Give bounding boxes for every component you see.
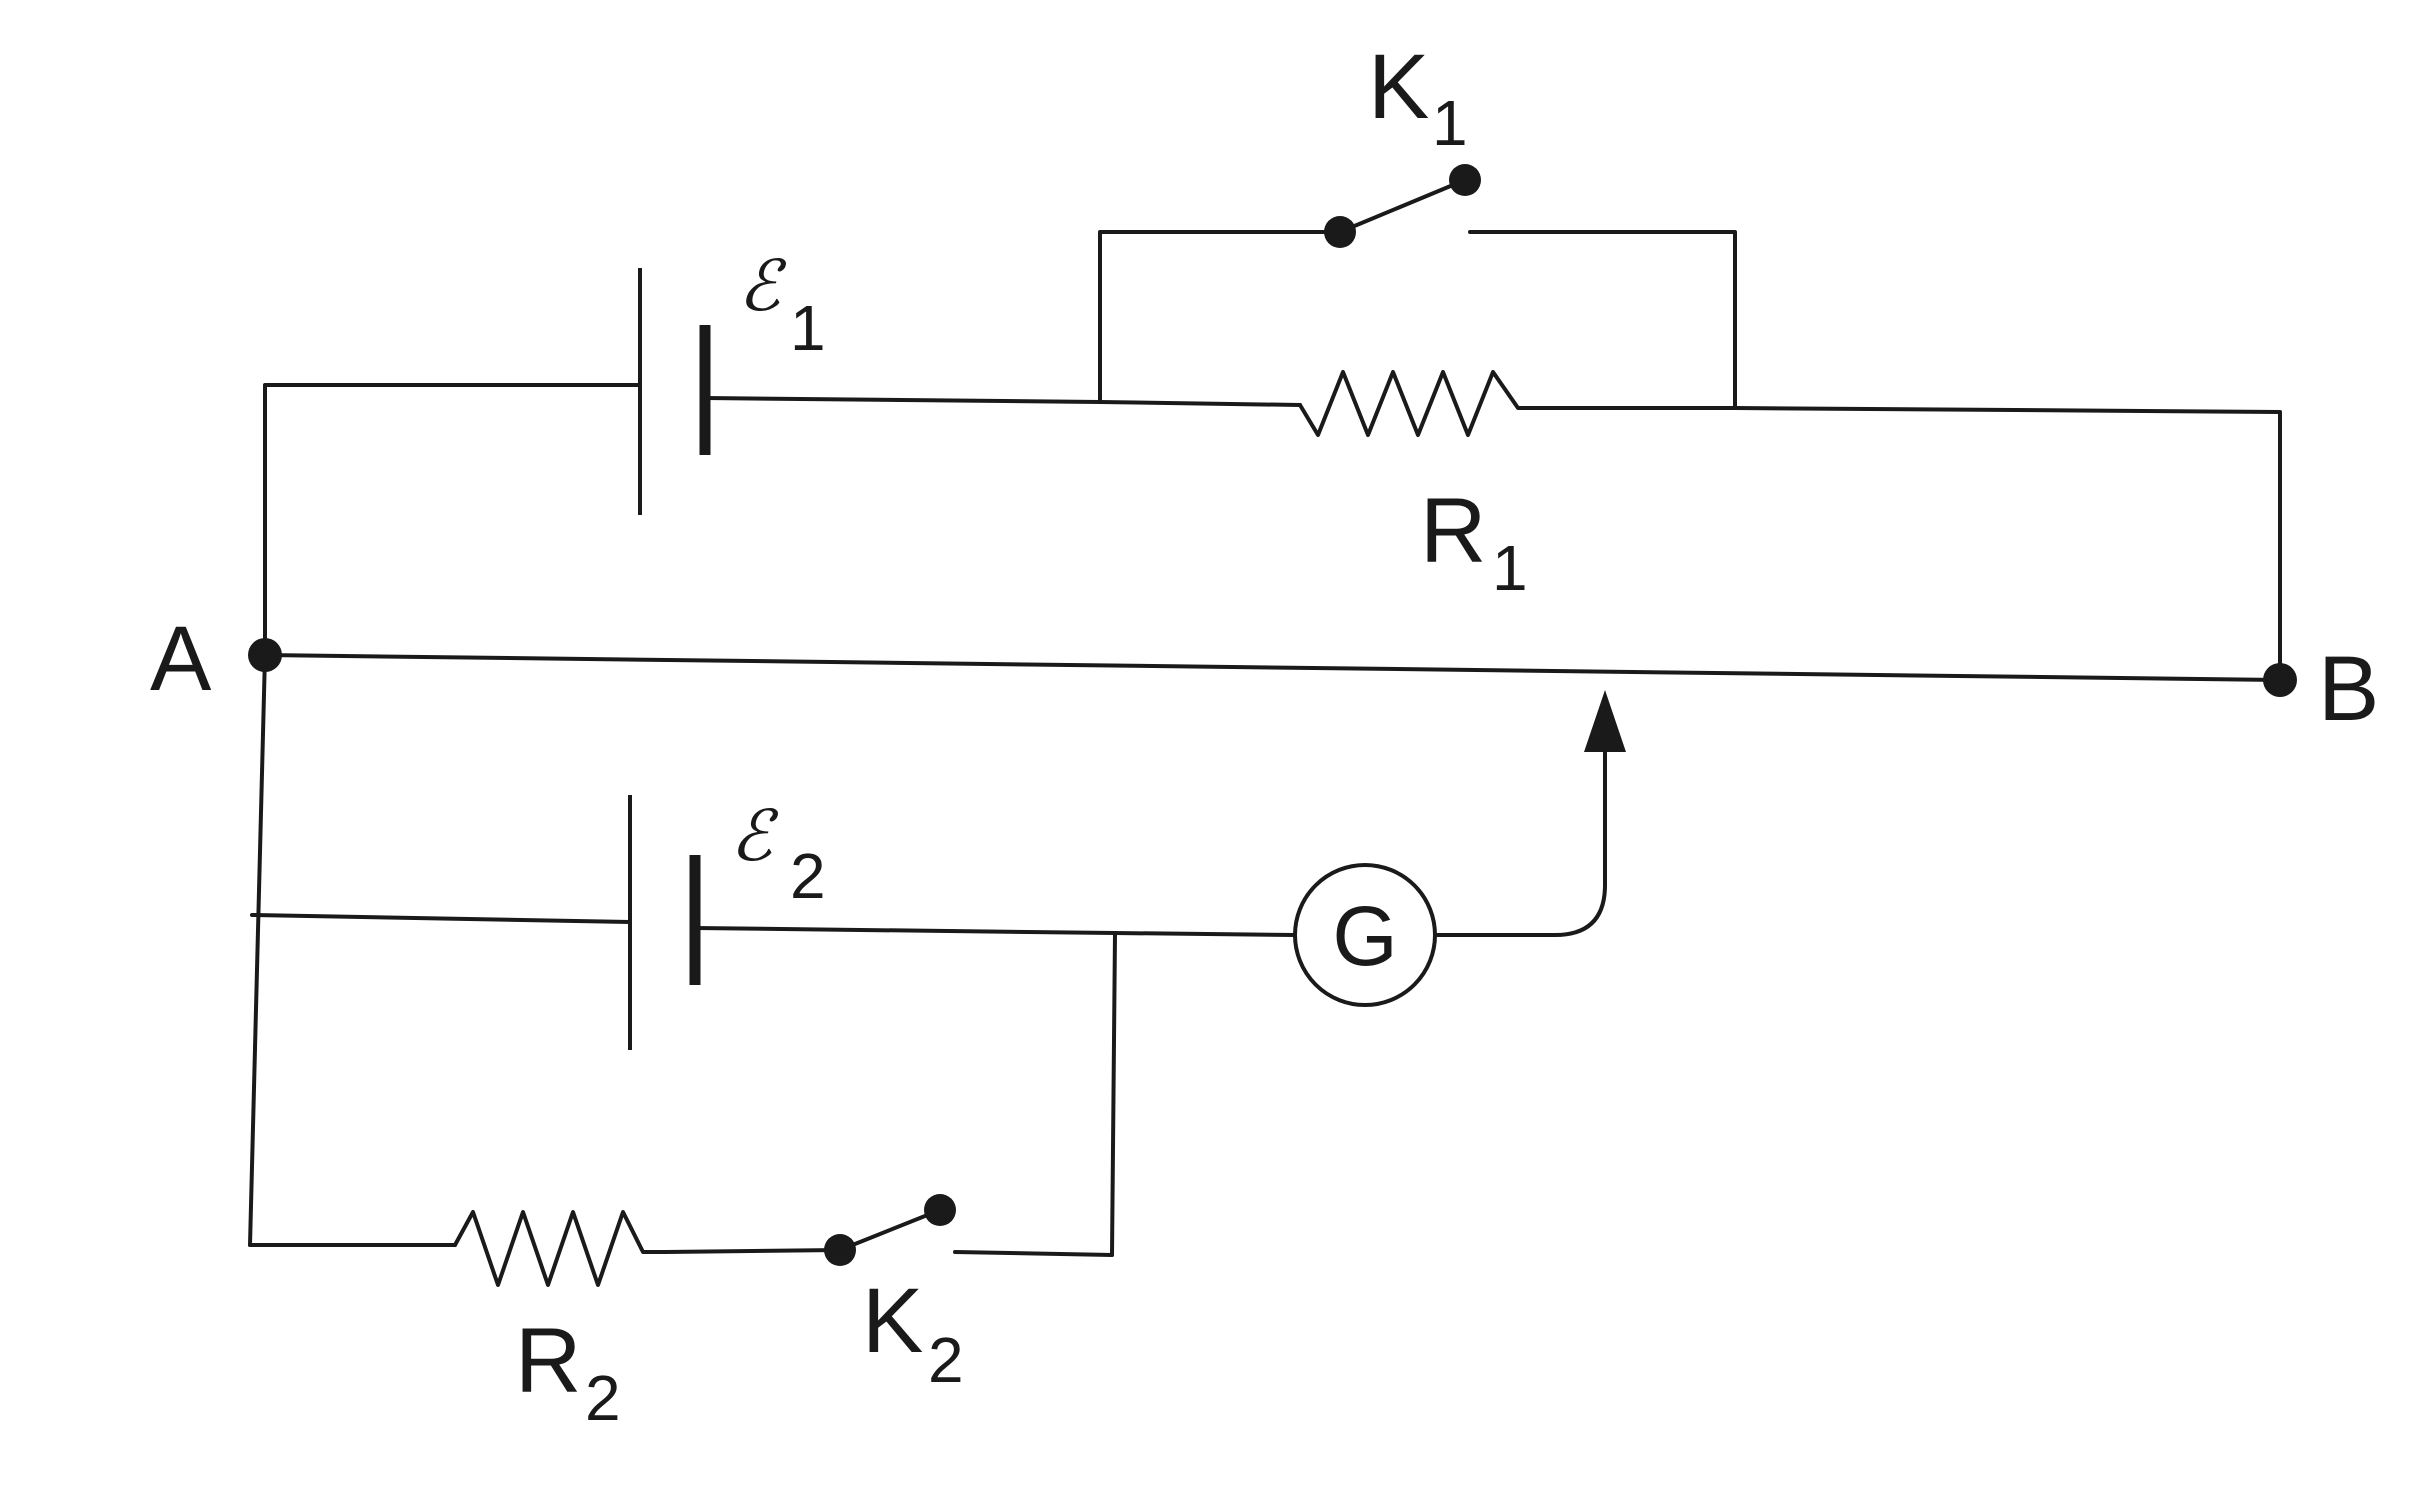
switch-1-contact (1449, 164, 1481, 196)
wire-r2-to-k2 (663, 1248, 842, 1254)
cell-2-label-sub: 2 (790, 840, 826, 912)
wire-cell-1-to-shunt-junction (703, 396, 1102, 404)
node-b-label: B (2318, 638, 2379, 740)
resistor-1-label-sub: 1 (1492, 532, 1528, 604)
resistor-1-label: R 1 (1420, 480, 1528, 604)
cell-2-label-main: ℰ (730, 795, 779, 877)
jockey-arrowhead[interactable] (1584, 690, 1626, 752)
wire-k2-to-junction (953, 1250, 1114, 1257)
galvanometer-label: G (1332, 889, 1397, 983)
jockey-lead (1433, 738, 1607, 937)
switch-2-label: K 2 (862, 1270, 964, 1396)
switch-2-lever[interactable] (838, 1208, 942, 1252)
switch-2-contact (924, 1194, 956, 1226)
resistor-1-label-main: R (1420, 480, 1486, 582)
resistor-2-label-main: R (515, 1310, 581, 1412)
top-loop (263, 164, 2282, 682)
switch-2-label-main: K (862, 1270, 923, 1372)
resistor-1 (1298, 370, 1542, 437)
cell-2-label: ℰ 2 (730, 795, 826, 912)
bottom-loop: G (248, 653, 1626, 1287)
resistor-2-label: R 2 (515, 1310, 621, 1434)
cell-1-label: ℰ 1 (738, 245, 826, 364)
switch-2-label-sub: 2 (928, 1324, 964, 1396)
resistor-2 (453, 1210, 667, 1287)
cell-1-label-sub: 1 (790, 292, 826, 364)
wire-cell-2-to-junction (693, 926, 1117, 935)
node-b-dot (2263, 663, 2297, 697)
wire-junction-down (1110, 931, 1117, 1257)
potentiometer-wire-ab (263, 653, 2282, 682)
resistor-2-label-sub: 2 (585, 1362, 621, 1434)
wire-k1-branch-right (1468, 230, 1737, 410)
wire-a-up-to-cell-1 (263, 383, 642, 657)
node-a-label: A (150, 608, 212, 710)
wire-a-down-left-rail (248, 653, 267, 1247)
switch-1-label-main: K (1368, 36, 1429, 138)
switch-1-label-sub: 1 (1432, 87, 1468, 159)
switch-1-label: K 1 (1368, 36, 1468, 159)
wire-junction-to-galvanometer (1113, 931, 1297, 937)
wire-right-junction-down-to-b (1733, 406, 2282, 682)
switch-1-lever[interactable] (1338, 178, 1467, 234)
wire-k1-branch-left (1098, 230, 1342, 404)
wire-junction-to-r1 (1098, 400, 1302, 407)
wire-rail-to-cell-2 (250, 913, 632, 924)
cell-1-label-main: ℰ (738, 245, 787, 327)
